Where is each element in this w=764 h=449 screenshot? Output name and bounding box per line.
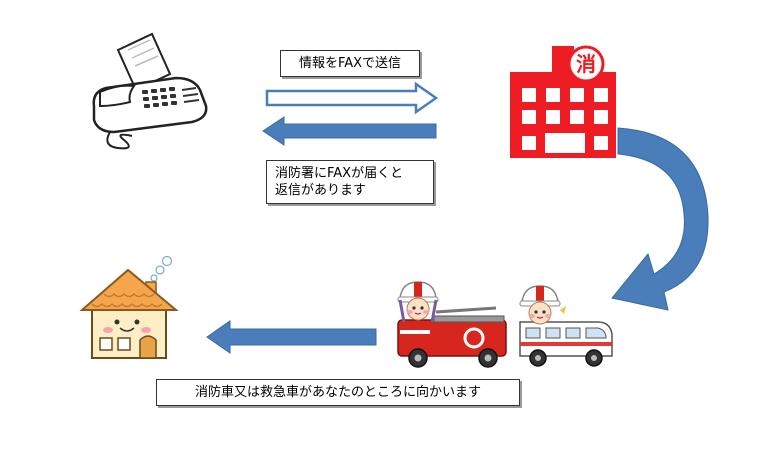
curved-arrow-icon: [611, 127, 709, 311]
reply-text-line2: 返信があります: [275, 183, 367, 198]
station-emblem: 消: [576, 52, 596, 76]
fax-machine-icon: [92, 32, 208, 150]
dispatch-label: 消防車又は救急車があなたのところに向かいます: [156, 379, 520, 406]
send-fax-text: 情報をFAXで送信: [298, 56, 402, 71]
fire-truck-icon: [397, 281, 507, 368]
dispatch-text: 消防車又は救急車があなたのところに向かいます: [194, 385, 481, 400]
dispatch-arrow-icon: [206, 320, 377, 354]
reply-label: 消防署にFAXが届くと 返信があります: [266, 160, 434, 204]
reply-text-line1: 消防署にFAXが届くと: [275, 166, 404, 181]
house-icon: [79, 255, 179, 359]
reply-arrow-icon: [262, 116, 437, 146]
ambulance-icon: [519, 285, 613, 367]
send-arrow-icon: [265, 81, 439, 115]
fire-station-icon: 消: [510, 45, 616, 158]
send-fax-label: 情報をFAXで送信: [280, 50, 420, 77]
